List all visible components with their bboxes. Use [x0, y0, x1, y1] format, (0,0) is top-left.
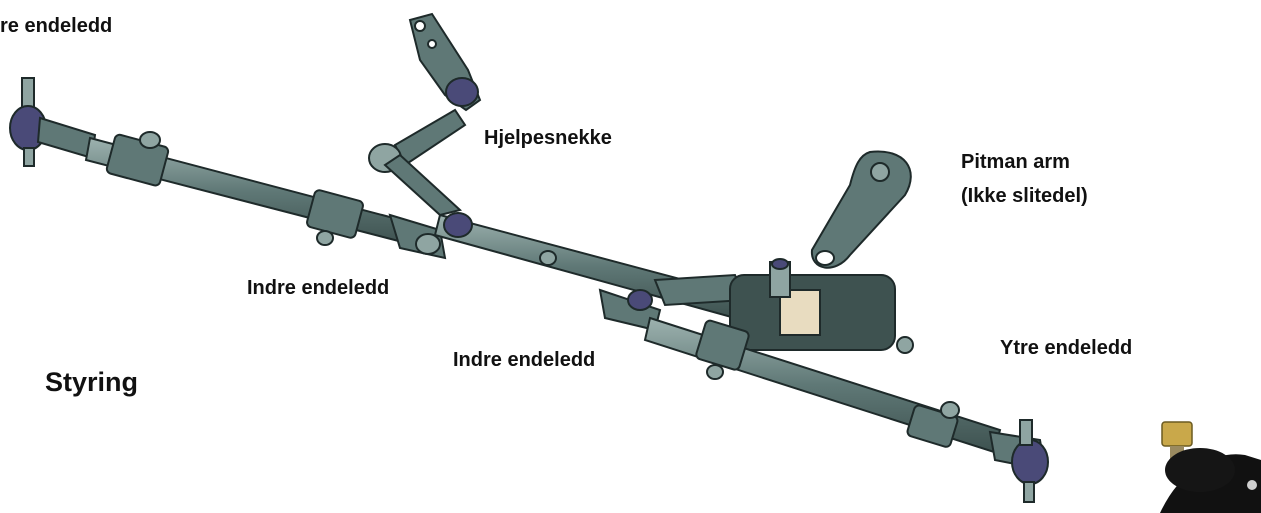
tie-rod-left [86, 132, 420, 245]
label-pitman-arm: Pitman arm [961, 150, 1070, 175]
label-inner-tie-rod-upper: Indre endeledd [247, 276, 389, 301]
tie-rod-end-photo-icon [1160, 422, 1261, 513]
pitman-arm [812, 152, 911, 268]
outer-tie-rod-end-left [10, 78, 95, 166]
steering-gear-box [730, 259, 913, 353]
label-idler-arm: Hjelpesnekke [484, 126, 612, 151]
center-link [435, 213, 745, 318]
label-pitman-arm-note: (Ikke slitedel) [961, 184, 1088, 209]
label-outer-tie-rod-right: Ytre endeledd [1000, 336, 1132, 361]
diagram-title: Styring [45, 366, 138, 400]
label-outer-tie-rod-left: Ytre endeledd [0, 14, 112, 39]
idler-arm [369, 14, 480, 215]
label-inner-tie-rod-lower: Indre endeledd [453, 348, 595, 373]
